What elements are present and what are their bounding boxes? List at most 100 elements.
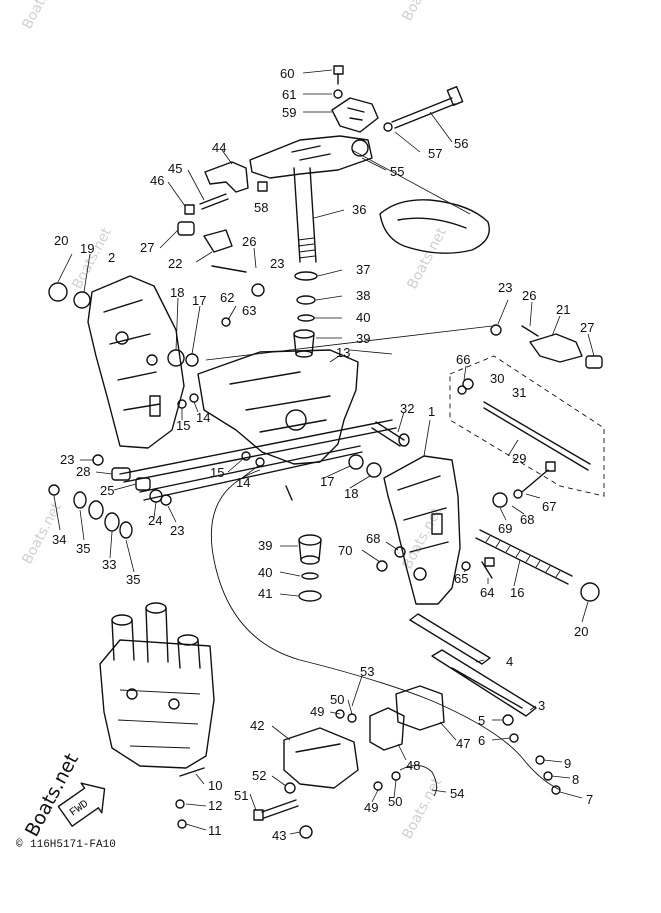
washer-23	[160, 494, 172, 506]
stern-bracket-right	[383, 455, 461, 605]
ring-40-lower	[301, 572, 319, 580]
bracket-hole	[115, 331, 129, 345]
nut-7	[551, 785, 561, 795]
washer-38	[296, 295, 316, 305]
callout: 39	[258, 538, 272, 553]
washer-43	[299, 825, 313, 839]
callout: 18	[170, 285, 184, 300]
swivel-boss	[285, 409, 307, 431]
callout: 49	[364, 800, 378, 815]
steering-shaft	[293, 167, 317, 263]
reference-line	[351, 149, 471, 215]
callout: 60	[280, 66, 294, 81]
callout: 20	[574, 624, 588, 639]
washer-68	[394, 546, 406, 558]
callout: 52	[252, 768, 266, 783]
callout: 68	[366, 531, 380, 546]
callout: 30	[490, 371, 504, 386]
nut-23-right	[490, 324, 502, 336]
nut-23-left	[251, 283, 265, 297]
callout: 26	[522, 288, 536, 303]
reference-line	[349, 349, 393, 355]
callout: 48	[406, 758, 420, 773]
callout: 5	[478, 713, 485, 728]
bushing-39-lower	[298, 534, 322, 565]
part-27-block	[177, 221, 195, 236]
callout: 14	[236, 475, 250, 490]
callout: 58	[254, 200, 268, 215]
washer-9	[535, 755, 545, 765]
screw-10	[179, 767, 205, 777]
callout: 37	[356, 262, 370, 277]
tilt-lock-rod	[457, 378, 591, 471]
callout: 33	[102, 557, 116, 572]
washer-17-left	[185, 353, 199, 367]
callout: 49	[310, 704, 324, 719]
bolt-70	[376, 560, 388, 572]
callout: 10	[208, 778, 222, 793]
bracket-hole	[146, 354, 158, 366]
small-bracket	[204, 161, 249, 193]
watermark: Boats.net	[19, 0, 65, 32]
callout: 42	[250, 718, 264, 733]
callout: 27	[140, 240, 154, 255]
callout: 29	[512, 451, 526, 466]
stern-bracket-left	[87, 275, 185, 449]
callout: 17	[192, 293, 206, 308]
washer-18	[366, 462, 382, 478]
washer-5	[502, 714, 514, 726]
washer-23-left	[92, 454, 104, 466]
nut-20	[48, 282, 68, 302]
plate-3	[431, 649, 537, 717]
callout: 13	[336, 345, 350, 360]
nut-34	[48, 484, 60, 496]
washer-41	[298, 590, 322, 602]
part-drawings	[48, 65, 605, 839]
callout: 69	[498, 521, 512, 536]
lower-cover	[379, 199, 490, 254]
callout: 23	[270, 256, 284, 271]
watermark: Boats.net	[404, 225, 450, 292]
pin-26	[521, 325, 539, 337]
callout: 15	[210, 465, 224, 480]
callout: 8	[572, 772, 579, 787]
callout: 36	[352, 202, 366, 217]
callout: 32	[400, 401, 414, 416]
nut-46	[184, 204, 195, 215]
nut-20-right	[580, 582, 600, 602]
callout: 6	[478, 733, 485, 748]
callout: 53	[360, 664, 374, 679]
callout: 61	[282, 87, 296, 102]
ring-40	[297, 314, 315, 322]
bushing-35b	[88, 500, 104, 520]
link-22	[203, 229, 247, 273]
callout: 34	[52, 532, 66, 547]
callout: 50	[388, 794, 402, 809]
callout: 38	[356, 288, 370, 303]
nut-58	[257, 181, 268, 192]
callout: 35	[126, 572, 140, 587]
callout: 1	[428, 404, 435, 419]
callout: 40	[356, 310, 370, 325]
callout: 4	[506, 654, 513, 669]
callout: 54	[450, 786, 464, 801]
drawing-code: 116H5171-FA10	[30, 839, 116, 851]
callout: 19	[80, 241, 94, 256]
long-bolt	[383, 86, 464, 132]
bolt-14-low	[255, 457, 265, 467]
callout: 56	[454, 136, 468, 151]
callout: 12	[208, 798, 222, 813]
base-42	[283, 727, 359, 789]
bolt-51	[253, 799, 299, 821]
bolt-14	[189, 393, 199, 403]
bolt-64	[481, 557, 495, 579]
callout: 46	[150, 173, 164, 188]
watermark: Boats.net	[399, 0, 445, 24]
washer-12	[175, 799, 185, 809]
link-21	[529, 333, 583, 363]
screw-49	[335, 709, 345, 719]
callout: 2	[108, 250, 115, 265]
trim-tilt-unit	[99, 602, 215, 769]
callout: 31	[512, 385, 526, 400]
